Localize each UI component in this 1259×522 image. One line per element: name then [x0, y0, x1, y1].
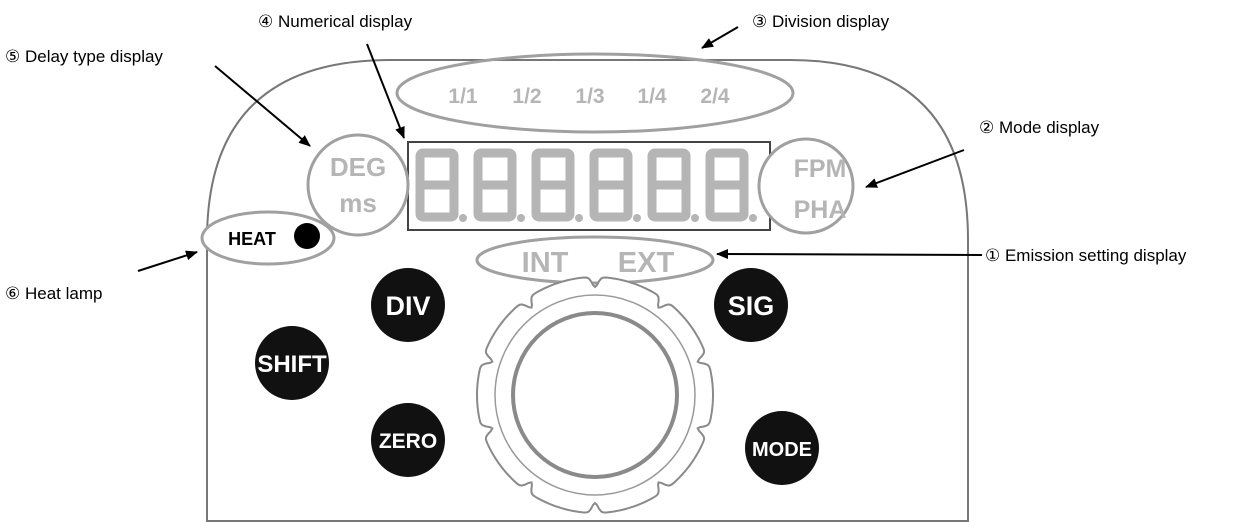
decimal-point — [517, 214, 525, 222]
emission-int: INT — [522, 247, 569, 279]
division-value: 1/4 — [637, 85, 667, 108]
seven-segment-digit — [415, 148, 467, 222]
mode-display-outline — [757, 137, 855, 235]
seven-segment-digit — [589, 148, 641, 222]
division-display-outline — [395, 52, 795, 134]
dial-center — [511, 311, 679, 479]
shift-button-label: SHIFT — [257, 351, 327, 378]
seven-segment-digit — [531, 148, 583, 222]
decimal-point — [633, 214, 641, 222]
label-heat-lamp: ⑥ Heat lamp — [5, 284, 102, 303]
seven-segment-digit — [647, 148, 699, 222]
label-delay-type-display: ⑤ Delay type display — [5, 47, 163, 66]
decimal-point — [691, 214, 699, 222]
delay-type-display-outline — [306, 133, 410, 237]
heat-label: HEAT — [228, 229, 276, 249]
zero-button[interactable]: ZERO — [371, 403, 445, 477]
mode-pha: PHA — [794, 196, 847, 224]
label-mode-display: ② Mode display — [979, 118, 1100, 137]
mode-fpm: FPM — [794, 155, 847, 183]
decimal-point — [459, 214, 467, 222]
seven-segment-digit — [705, 148, 757, 222]
div-button[interactable]: DIV — [371, 268, 445, 342]
label-emission-setting-display: ① Emission setting display — [985, 246, 1187, 265]
annotation-arrows — [137, 26, 983, 272]
sig-button-label: SIG — [728, 291, 775, 321]
emission-ext: EXT — [618, 247, 675, 279]
seven-segment-digit — [473, 148, 525, 222]
division-values: 1/1 1/2 1/3 1/4 2/4 — [448, 85, 730, 108]
div-button-label: DIV — [385, 291, 430, 321]
decimal-point — [575, 214, 583, 222]
segment-digits — [415, 148, 757, 222]
delay-type-ms: ms — [339, 188, 377, 218]
sig-button[interactable]: SIG — [714, 268, 788, 342]
shift-button[interactable]: SHIFT — [255, 326, 329, 400]
label-numerical-display: ④ Numerical display — [258, 12, 413, 31]
decimal-point — [749, 214, 757, 222]
delay-type-deg: DEG — [330, 152, 386, 182]
mode-button-label: MODE — [752, 439, 812, 461]
label-division-display: ③ Division display — [752, 12, 890, 31]
rotary-dial[interactable] — [475, 276, 715, 514]
zero-button-label: ZERO — [379, 430, 437, 453]
emission-display-outline — [475, 235, 715, 285]
mode-button[interactable]: MODE — [745, 411, 819, 485]
division-value: 1/1 — [448, 85, 478, 108]
heat-lamp-indicator — [294, 223, 320, 249]
division-value: 2/4 — [700, 85, 730, 108]
division-value: 1/3 — [575, 85, 604, 108]
division-value: 1/2 — [512, 85, 541, 108]
